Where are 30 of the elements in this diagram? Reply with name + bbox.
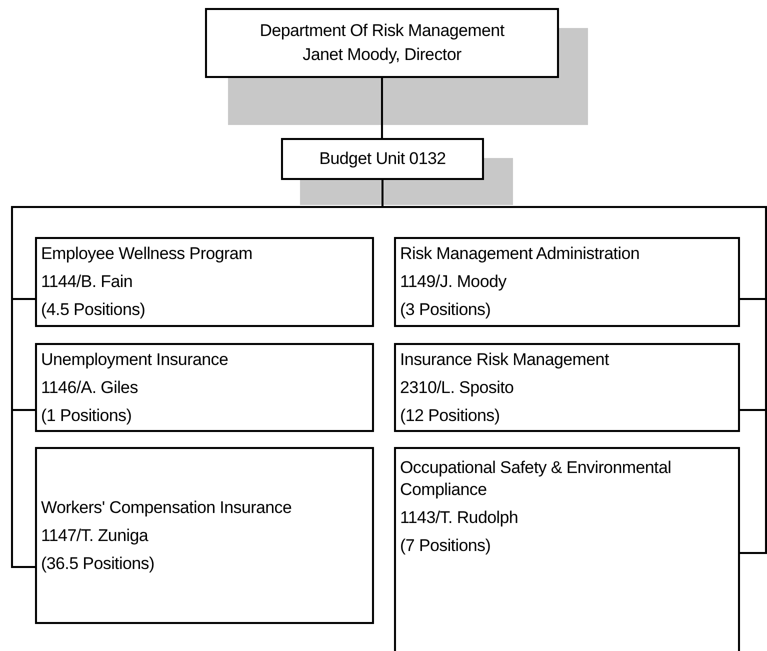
unit-detail: (4.5 Positions) [41, 299, 146, 321]
unit-box [394, 343, 740, 432]
unit-detail: Janet Moody, Director [302, 44, 462, 66]
org-box [205, 8, 559, 78]
unit-title: Occupational Safety & Environmental Compliance [400, 457, 672, 501]
unit-detail: 1144/B. Fain [41, 271, 134, 293]
connector-line [381, 78, 383, 138]
unit-title: Insurance Risk Management [400, 348, 610, 370]
unit-detail: 1147/T. Zuniga [41, 524, 150, 546]
unit-detail: (7 Positions) [400, 535, 492, 557]
unit-detail: 2310/L. Sposito [400, 376, 515, 398]
unit-title: Budget Unit 0132 [319, 148, 446, 170]
unit-box [35, 237, 374, 327]
unit-detail: 1143/T. Rudolph [400, 507, 520, 529]
unit-detail: 1149/J. Moody [400, 271, 508, 293]
unit-detail: (3 Positions) [400, 299, 492, 321]
unit-detail: (1 Positions) [41, 404, 133, 426]
unit-box [35, 343, 374, 432]
unit-title: Department Of Risk Management [260, 20, 504, 42]
unit-detail: (36.5 Positions) [41, 552, 156, 574]
unit-title: Risk Management Administration [400, 243, 641, 265]
unit-box [394, 237, 740, 327]
org-box [281, 138, 484, 180]
unit-detail: 1146/A. Giles [41, 376, 139, 398]
unit-title: Workers' Compensation Insurance [41, 496, 293, 518]
unit-title: Employee Wellness Program [41, 243, 254, 265]
unit-box [35, 447, 374, 624]
unit-title: Unemployment Insurance [41, 348, 230, 370]
unit-box [394, 447, 740, 651]
unit-detail: (12 Positions) [400, 404, 501, 426]
